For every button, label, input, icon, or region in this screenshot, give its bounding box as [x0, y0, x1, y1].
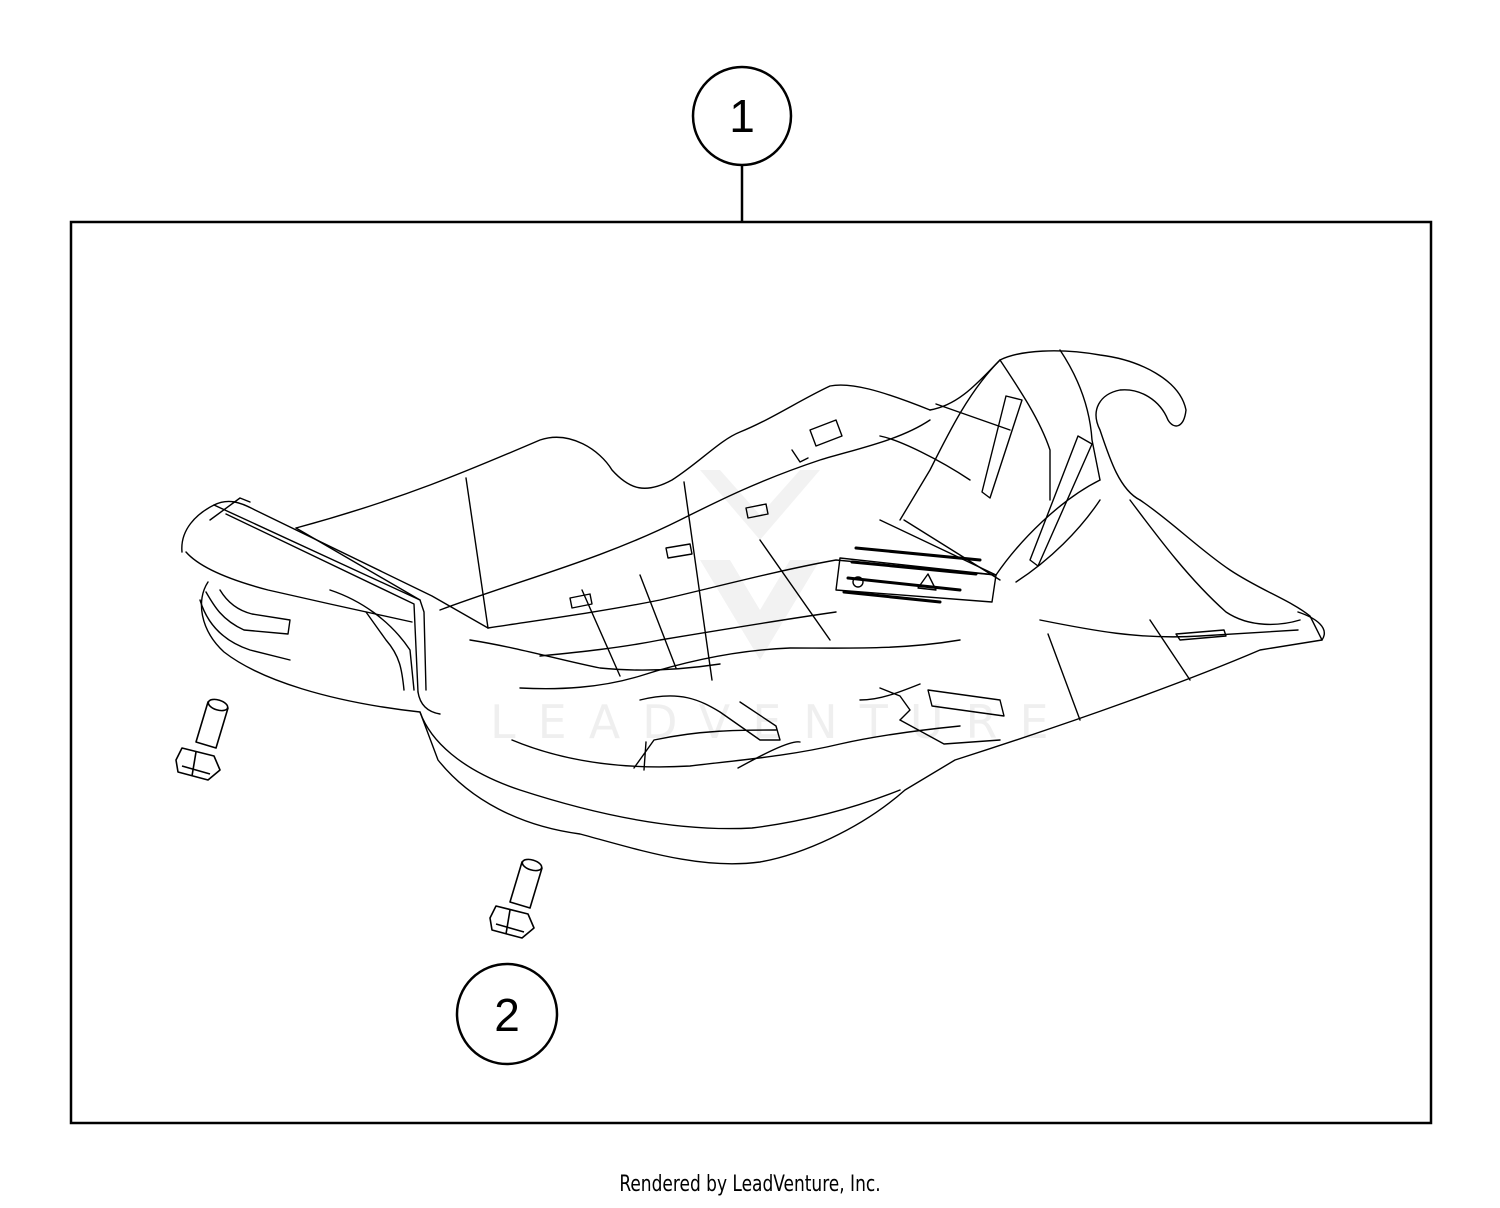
callout-2[interactable]: 2 — [455, 962, 559, 1066]
footer-credit: Rendered by LeadVenture, Inc. — [619, 1172, 881, 1197]
bolt-2[interactable] — [489, 857, 543, 939]
bolt-1[interactable] — [175, 697, 229, 781]
callout-1-label: 1 — [729, 90, 755, 142]
skid-plate-drawing — [181, 349, 1325, 865]
watermark: LEADVENTURE — [490, 470, 1049, 749]
callout-1[interactable]: 1 — [691, 65, 793, 167]
callout-2-label: 2 — [494, 989, 520, 1041]
assembly-frame — [69, 220, 1433, 1125]
